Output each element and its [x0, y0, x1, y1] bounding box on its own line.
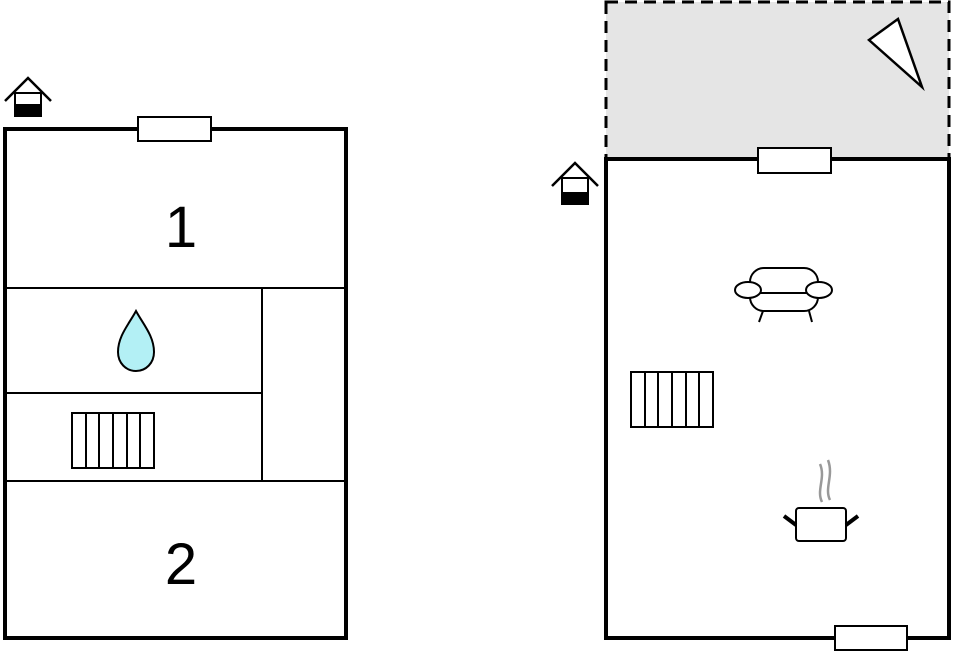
radiator-icon	[71, 412, 155, 469]
window	[834, 625, 908, 651]
north-compass-icon	[867, 17, 925, 92]
room-label-2: 2	[165, 532, 197, 597]
entrance-icon	[4, 76, 52, 117]
window	[757, 147, 832, 174]
window	[137, 116, 212, 142]
radiator-icon	[630, 371, 714, 428]
entrance-icon	[551, 161, 599, 205]
water-drop-icon	[116, 308, 156, 373]
right-building	[551, 0, 951, 651]
left-building-outline	[3, 127, 348, 640]
left-building: 1 2	[3, 76, 348, 640]
cooking-pot-icon	[782, 459, 860, 542]
sofa-icon	[734, 267, 833, 323]
room-label-1: 1	[165, 195, 197, 260]
